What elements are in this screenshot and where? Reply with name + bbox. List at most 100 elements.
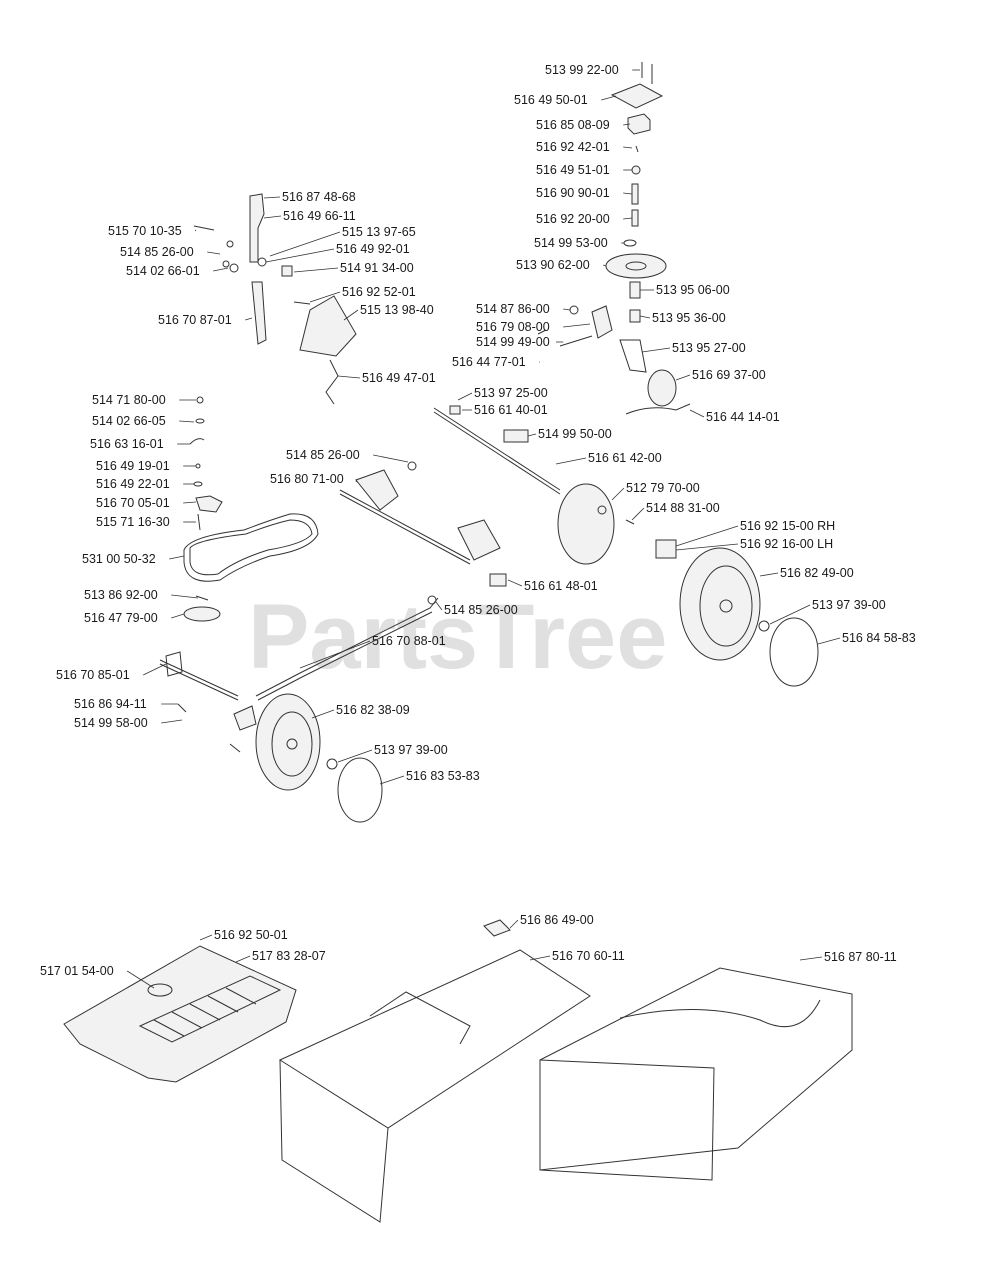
- part-label: 513 97 25-00: [474, 386, 548, 400]
- part-label: 514 85 26-00: [286, 448, 360, 462]
- part-label: 516 92 52-01: [342, 285, 416, 299]
- leader-line: [631, 507, 645, 521]
- leader-line: [689, 409, 705, 418]
- lever-parts: [193, 193, 357, 405]
- part-label: 517 83 28-07: [252, 949, 326, 963]
- belt-and-hardware-parts: [183, 396, 319, 622]
- leader-line: [183, 501, 197, 504]
- part-label: 516 92 50-01: [214, 928, 288, 942]
- leader-line: [263, 215, 282, 219]
- part-label: 516 70 88-01: [372, 634, 446, 648]
- part-label: 513 95 27-00: [672, 341, 746, 355]
- leader-line: [601, 95, 617, 101]
- part-label: 515 13 98-40: [360, 303, 434, 317]
- part-label: 517 01 54-00: [40, 964, 114, 978]
- leader-line: [263, 196, 281, 199]
- part-label: 516 49 19-01: [96, 459, 170, 473]
- leader-line: [623, 123, 631, 126]
- part-label: 513 95 36-00: [652, 311, 726, 325]
- leader-line: [379, 775, 405, 785]
- leader-line: [207, 251, 221, 255]
- leader-line: [311, 709, 335, 719]
- leader-line: [171, 613, 185, 619]
- part-label: 516 49 66-11: [283, 209, 356, 223]
- part-label: 514 87 86-00: [476, 302, 550, 316]
- part-label: 516 92 42-01: [536, 140, 610, 154]
- part-label: 516 83 53-83: [406, 769, 480, 783]
- part-label: 513 95 06-00: [656, 283, 730, 297]
- part-label: 514 88 31-00: [646, 501, 720, 515]
- part-label: 516 70 60-11: [552, 949, 625, 963]
- part-label: 514 85 26-00: [444, 603, 518, 617]
- part-label: 516 86 49-00: [520, 913, 594, 927]
- part-label: 516 47 79-00: [84, 611, 158, 625]
- part-label: 516 82 49-00: [780, 566, 854, 580]
- leader-line: [293, 267, 339, 273]
- part-label: 516 90 90-01: [536, 186, 610, 200]
- part-label: 516 70 85-01: [56, 668, 130, 682]
- part-label: 516 69 37-00: [692, 368, 766, 382]
- part-label: 516 44 77-01: [452, 355, 526, 369]
- part-label: 515 13 97-65: [342, 225, 416, 239]
- part-label: 516 92 15-00 RH: [740, 519, 835, 533]
- leader-line: [269, 231, 341, 257]
- part-label: 516 86 94-11: [74, 697, 147, 711]
- part-label: 516 80 71-00: [270, 472, 344, 486]
- part-label: 513 86 92-00: [84, 588, 158, 602]
- leader-line: [769, 604, 811, 625]
- leader-line: [213, 267, 229, 272]
- leader-line: [299, 640, 371, 669]
- part-label: 516 49 92-01: [336, 242, 410, 256]
- leader-line: [799, 956, 823, 961]
- part-label: 516 82 38-09: [336, 703, 410, 717]
- leader-line: [143, 663, 167, 676]
- leader-line: [623, 217, 633, 220]
- leader-line: [527, 433, 537, 437]
- part-label: 516 70 05-01: [96, 496, 170, 510]
- leader-line: [639, 315, 651, 319]
- part-label: 516 61 40-01: [474, 403, 548, 417]
- leader-line: [126, 970, 155, 989]
- leader-line: [675, 525, 739, 547]
- leader-line: [563, 323, 591, 328]
- part-label: 516 44 14-01: [706, 410, 780, 424]
- leader-line: [509, 919, 519, 929]
- part-label: 516 49 47-01: [362, 371, 436, 385]
- drive-stack-parts: [537, 62, 691, 415]
- leader-line: [641, 347, 671, 353]
- leader-line: [169, 555, 185, 560]
- leader-line: [355, 478, 358, 483]
- leader-line: [337, 749, 373, 763]
- leader-line: [309, 291, 341, 303]
- grass-catcher-parts: [63, 919, 853, 1223]
- leader-line: [245, 317, 253, 321]
- part-label: 514 91 34-00: [340, 261, 414, 275]
- axle-parts: [159, 405, 561, 753]
- part-label: 516 84 58-83: [842, 631, 916, 645]
- part-label: 516 87 48-68: [282, 190, 356, 204]
- part-label: 516 63 16-01: [90, 437, 164, 451]
- leader-line: [507, 579, 523, 587]
- part-label: 516 79 08-00: [476, 320, 550, 334]
- part-label: 516 70 87-01: [158, 313, 232, 327]
- leader-line: [555, 457, 587, 465]
- part-label: 516 61 42-00: [588, 451, 662, 465]
- part-label: 514 99 50-00: [538, 427, 612, 441]
- part-label: 516 61 48-01: [524, 579, 598, 593]
- front-wheel-parts: [255, 693, 383, 823]
- leader-line: [623, 192, 633, 195]
- part-label: 514 99 53-00: [534, 236, 608, 250]
- part-label: 516 92 20-00: [536, 212, 610, 226]
- leader-lines: [126, 69, 841, 989]
- part-label: 516 49 51-01: [536, 163, 610, 177]
- leader-line: [603, 264, 607, 267]
- part-label: 514 71 80-00: [92, 393, 166, 407]
- part-label: 514 85 26-00: [120, 245, 194, 259]
- leader-line: [759, 572, 779, 577]
- part-label: 516 49 50-01: [514, 93, 588, 107]
- leader-line: [611, 487, 625, 501]
- leader-line: [199, 934, 213, 941]
- leader-line: [179, 420, 195, 423]
